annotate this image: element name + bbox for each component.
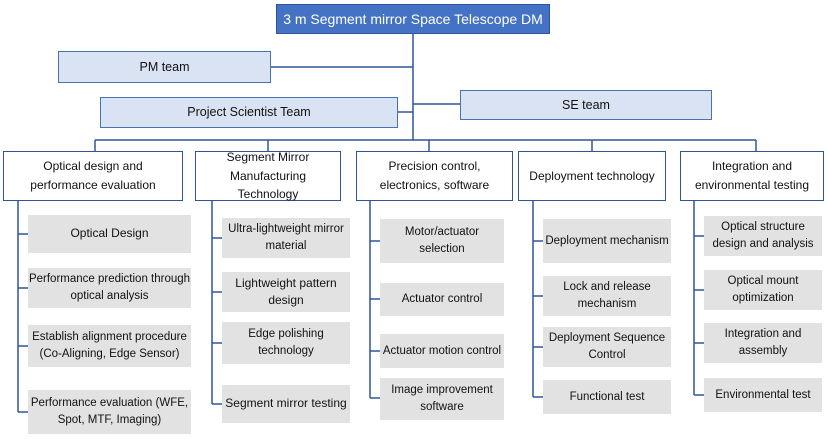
item-lightweight-pattern: Lightweight pattern design [222,272,350,312]
item-deployment-mechanism: Deployment mechanism [543,219,671,263]
item-deployment-sequence-control: Deployment Sequence Control [543,327,671,367]
item-edge-polishing: Edge polishing technology [222,322,350,364]
item-motor-actuator-selection: Motor/actuator selection [380,219,504,263]
item-lock-release-mechanism: Lock and release mechanism [543,276,671,316]
item-segment-mirror-testing: Segment mirror testing [222,385,350,423]
item-optical-design: Optical Design [28,215,191,253]
item-optical-mount-optimization: Optical mount optimization [704,270,822,310]
item-actuator-control: Actuator control [380,283,504,316]
column-header-integration: Integration and environmental testing [680,151,824,201]
item-environmental-test: Environmental test [704,378,822,412]
item-optical-structure-design: Optical structure design and analysis [704,216,822,256]
item-integration-assembly: Integration and assembly [704,323,822,363]
column-header-deployment: Deployment technology [518,151,666,201]
item-performance-prediction: Performance prediction through optical a… [28,268,191,308]
pm-team-box: PM team [58,51,271,83]
project-scientist-team-box: Project Scientist Team [100,97,398,128]
item-image-improvement-software: Image improvement software [380,378,504,420]
top-node-title: 3 m Segment mirror Space Telescope DM [276,4,550,34]
column-header-segment-mirror: Segment Mirror Manufacturing Technology [195,150,341,201]
column-header-precision-control: Precision control, electronics, software [356,151,513,201]
item-alignment-procedure: Establish alignment procedure (Co-Aligni… [28,325,191,367]
item-performance-evaluation: Performance evaluation (WFE, Spot, MTF, … [28,390,191,434]
se-team-box: SE team [460,90,712,120]
item-ultra-lightweight-material: Ultra-lightweight mirror material [222,218,350,258]
item-actuator-motion-control: Actuator motion control [380,334,504,368]
item-functional-test: Functional test [543,380,671,414]
column-header-optical-design: Optical design and performance evaluatio… [3,151,183,201]
